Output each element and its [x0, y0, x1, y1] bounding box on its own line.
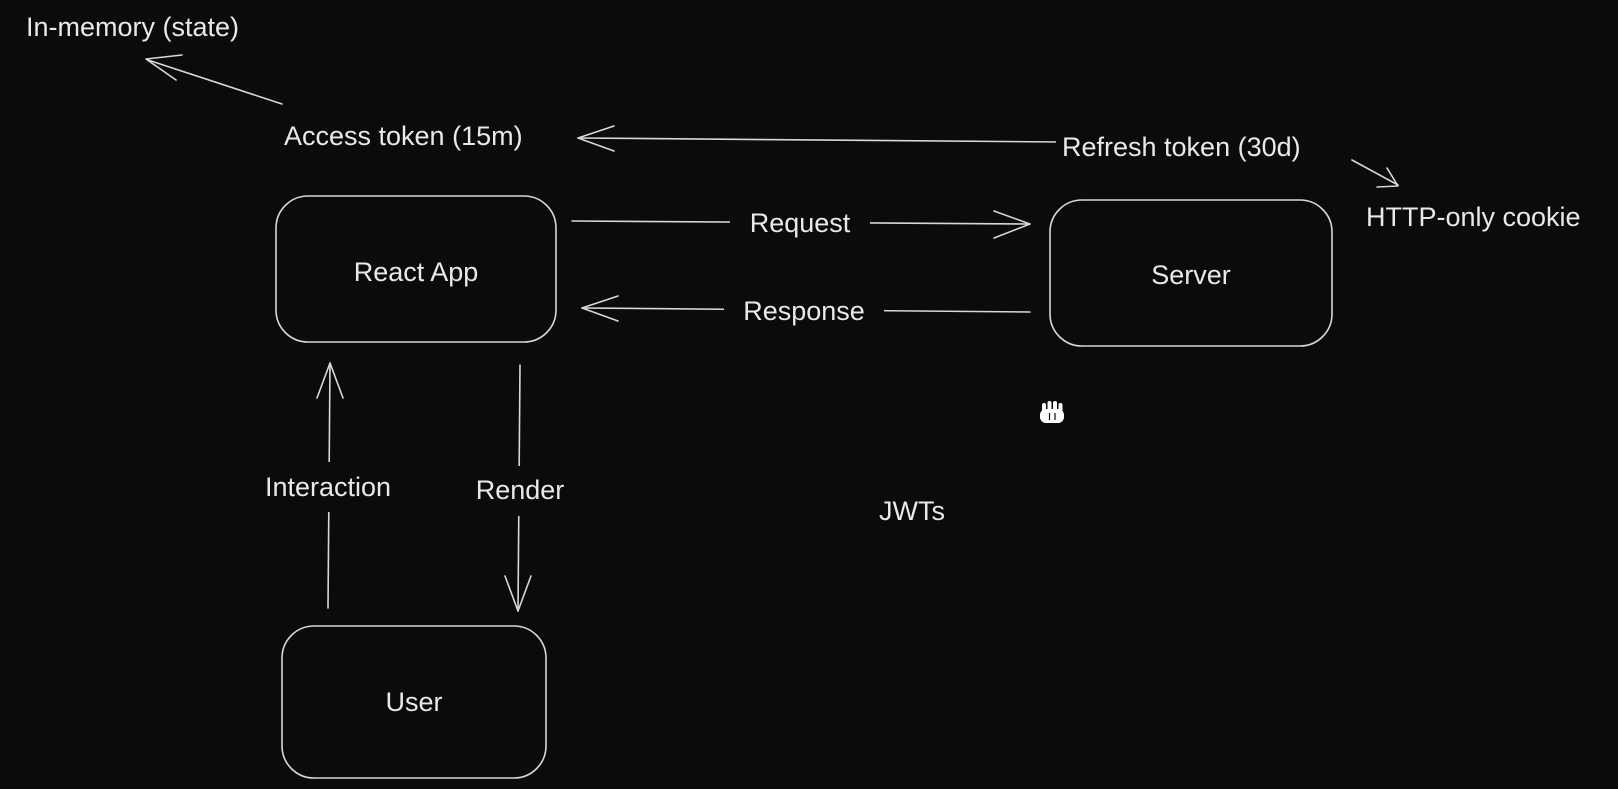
- user-label: User: [385, 687, 442, 717]
- server-node: [1049, 199, 1333, 347]
- render-label-bg: [460, 466, 580, 516]
- server-label: Server: [1151, 260, 1231, 290]
- interaction-label-bg: [250, 462, 410, 512]
- request-label: Request: [750, 208, 851, 238]
- http-only-cookie-label: HTTP-only cookie: [1366, 202, 1581, 232]
- arrow-refresh-to-cookie: [1351, 159, 1399, 188]
- render-label: Render: [476, 475, 565, 505]
- interaction-label: Interaction: [265, 472, 391, 502]
- arrow-refresh-to-access: [577, 125, 1063, 152]
- access-token-label: Access token (15m): [284, 121, 523, 151]
- response-label: Response: [743, 296, 865, 326]
- response-label-bg: [724, 292, 884, 328]
- jwts-label: JWTs: [879, 496, 945, 526]
- arrow-access-to-memory: [145, 54, 283, 105]
- react-app-label: React App: [354, 257, 479, 287]
- in-memory-label: In-memory (state): [26, 12, 239, 42]
- refresh-label-bg: [1056, 126, 1346, 166]
- request-label-bg: [730, 204, 870, 240]
- react-app-node: [275, 195, 557, 343]
- refresh-token-label: Refresh token (30d): [1062, 132, 1301, 162]
- grab-hand-icon: [1040, 401, 1064, 423]
- user-node: [281, 625, 547, 779]
